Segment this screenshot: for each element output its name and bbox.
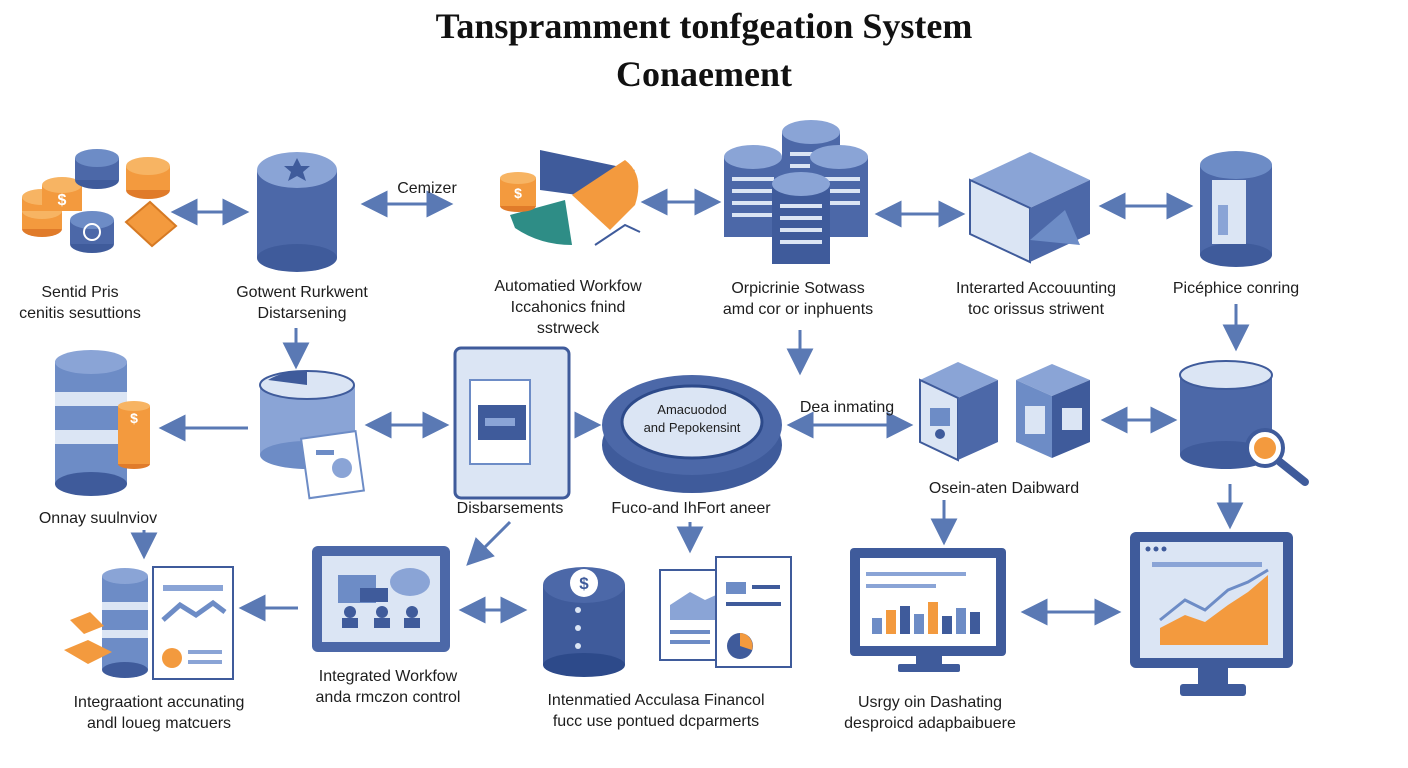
connector-arrows	[130, 188, 1250, 626]
label-line: Dea inmating	[799, 399, 895, 416]
label-line: sstrweck	[536, 320, 600, 337]
tablet-workflow-icon	[312, 546, 450, 652]
label-line: Sentid Pris	[41, 284, 119, 301]
label-onnay: Onnay suulnviov	[8, 508, 188, 529]
label-line: Picéphice conring	[1172, 280, 1300, 297]
label-line: Cemizer	[397, 180, 457, 197]
title-line-1: Tanspramment tonfgeation System	[435, 6, 973, 46]
central-hub-disc	[602, 375, 782, 493]
label-line: cenitis sesuttions	[19, 305, 141, 322]
package-box-icon	[969, 152, 1090, 264]
tablet-document-icon	[453, 346, 571, 500]
label-line: Integraationt accunating	[73, 694, 245, 711]
label-line: Disbarsements	[456, 500, 564, 517]
label-integraationt: Integraationt accunating andl loueg matc…	[44, 692, 274, 734]
database-search-icon	[1179, 360, 1309, 486]
database-coins-icon: $	[55, 350, 150, 496]
label-dea: Dea inmating	[790, 397, 904, 418]
label-picephice: Picéphice conring	[1150, 278, 1322, 299]
label-line: Fuco-and IhFort aneer	[611, 500, 771, 517]
database-cylinder-icon	[257, 152, 337, 272]
monitor-line-chart-icon	[1130, 532, 1293, 696]
label-osein: Osein-aten Daibward	[910, 478, 1098, 499]
dollar-icon: $	[514, 185, 522, 201]
label-line: Automatied Workfow	[494, 278, 642, 295]
page-title: Tanspramment tonfgeation System Conaemen…	[0, 4, 1408, 96]
label-automated: Automatied Workfow Iccahonics fnind sstr…	[468, 276, 668, 339]
label-line: toc orissus striwent	[967, 301, 1105, 318]
server-stack-icon	[724, 120, 868, 264]
database-report-icon	[259, 370, 366, 500]
label-usrgy: Usrgy oin Dashating desproicd adapbaibue…	[816, 692, 1044, 734]
label-interarted: Interarted Accouunting toc orissus striw…	[930, 278, 1142, 320]
star-icon	[284, 158, 310, 181]
label-intenmatied: Intenmatied Acculasa Financol fucc use p…	[516, 690, 796, 732]
title-line-2: Conaement	[616, 54, 792, 94]
database-document-icon	[64, 566, 234, 680]
label-line: anda rmczon control	[315, 689, 461, 706]
dollar-icon: $	[58, 192, 67, 209]
dollar-icon: $	[579, 574, 589, 593]
server-box-pair-icon	[919, 362, 1090, 462]
label-gotwent: Gotwent Rurkwent Distarsening	[212, 282, 392, 324]
label-orpicrine: Orpicrinie Sotwass amd cor or inphuents	[698, 278, 898, 320]
magnifier-icon	[1276, 458, 1309, 486]
label-line: and Pepokensint	[643, 420, 741, 435]
label-line: Interarted Accouunting	[955, 280, 1117, 297]
label-integrated: Integrated Workfow anda rmczon control	[290, 666, 486, 708]
coin-stack-icon: $	[22, 149, 178, 253]
label-line: Distarsening	[257, 305, 347, 322]
dollar-database-icon: $	[543, 567, 625, 677]
label-line: Onnay suulnviov	[38, 510, 158, 527]
label-line: Integrated Workfow	[318, 668, 458, 685]
pie-chart-icon: $	[500, 150, 641, 246]
label-hub: Amacuodod and Pepokensint	[622, 401, 762, 437]
label-line: Usrgy oin Dashating	[857, 694, 1003, 711]
label-line: Amacuodod	[657, 402, 727, 417]
label-line: Osein-aten Daibward	[928, 480, 1080, 497]
label-line: fucc use pontued dcparmerts	[552, 713, 760, 730]
label-line: amd cor or inphuents	[722, 301, 874, 318]
dollar-icon: $	[130, 410, 138, 426]
label-sentid: Sentid Pris cenitis sesuttions	[0, 282, 160, 324]
monitor-bar-chart-icon	[850, 548, 1006, 672]
label-line: desproicd adapbaibuere	[844, 715, 1016, 732]
label-line: Intenmatied Acculasa Financol	[547, 692, 765, 709]
label-fuco: Fuco-and IhFort aneer	[588, 498, 794, 519]
label-line: andl loueg matcuers	[86, 715, 232, 732]
label-cemizer: Cemizer	[372, 178, 482, 199]
label-line: Gotwent Rurkwent	[236, 284, 368, 301]
label-disbarsements: Disbarsements	[440, 498, 580, 519]
financial-report-icon	[659, 556, 792, 668]
label-line: Orpicrinie Sotwass	[731, 280, 865, 297]
document-cylinder-icon	[1200, 151, 1272, 267]
label-line: Iccahonics fnind	[510, 299, 626, 316]
